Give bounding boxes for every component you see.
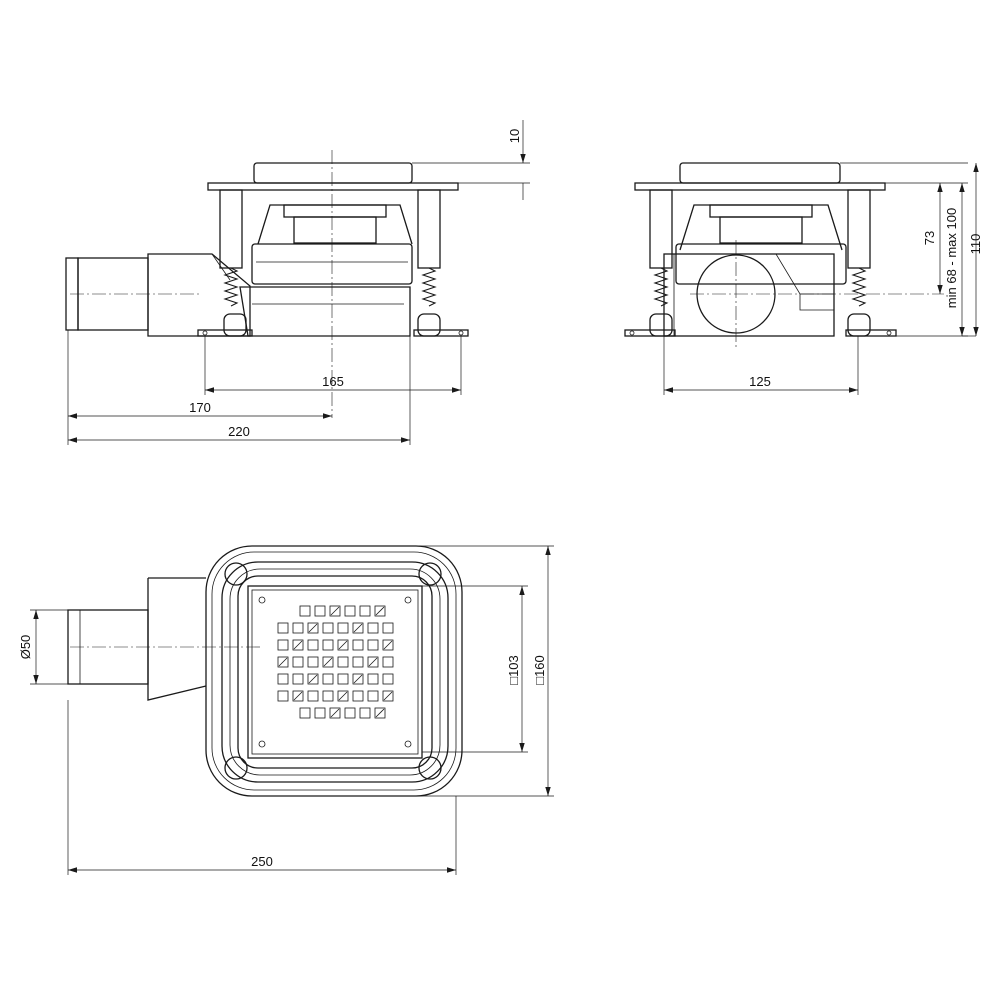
dim-total-height: 110 bbox=[968, 234, 983, 255]
dim-adjust-range: min 68 - max 100 bbox=[944, 208, 959, 308]
grate-hole bbox=[352, 673, 364, 685]
grate-hole bbox=[322, 673, 334, 685]
dim-outlet-height: 73 bbox=[922, 231, 937, 245]
grate-hole bbox=[277, 656, 289, 668]
grate-hole bbox=[374, 707, 386, 719]
grate-hole bbox=[352, 690, 364, 702]
top-view: Ø50 □103 □160 250 bbox=[18, 545, 554, 875]
grate-hole-hatch bbox=[368, 657, 378, 667]
grate-hole bbox=[314, 605, 326, 617]
grate-hole-hatch bbox=[353, 623, 363, 633]
grate-hole bbox=[322, 656, 334, 668]
grate-hole bbox=[382, 622, 394, 634]
grate-hole bbox=[337, 639, 349, 651]
dim-top-plate: 10 bbox=[507, 129, 522, 143]
grate-hole bbox=[344, 707, 356, 719]
dim-body-size: □160 bbox=[532, 655, 547, 685]
dim-total-length-top: 250 bbox=[251, 854, 273, 869]
grate-hole bbox=[307, 622, 319, 634]
grate-hole-hatch bbox=[383, 640, 393, 650]
grate-hole bbox=[307, 690, 319, 702]
grate-hole bbox=[367, 622, 379, 634]
grate-hole bbox=[344, 605, 356, 617]
grate-hole-hatch bbox=[330, 708, 340, 718]
dim-outlet-axis: 170 bbox=[189, 400, 211, 415]
grate-hole bbox=[292, 673, 304, 685]
grate-hole-hatch bbox=[330, 606, 340, 616]
grate-hole-hatch bbox=[375, 708, 385, 718]
grate-hole bbox=[382, 639, 394, 651]
grate-hole bbox=[382, 673, 394, 685]
grate-hole bbox=[292, 639, 304, 651]
grate-hole bbox=[374, 605, 386, 617]
grate-hole-hatch bbox=[308, 623, 318, 633]
grate-hole bbox=[337, 690, 349, 702]
grate-hole-hatch bbox=[293, 691, 303, 701]
grate-hole bbox=[367, 639, 379, 651]
grate-hole-hatch bbox=[338, 640, 348, 650]
grate-hole bbox=[277, 673, 289, 685]
side-view: 165 170 220 10 bbox=[65, 120, 530, 445]
dim-total-length: 220 bbox=[228, 424, 250, 439]
grate-hole bbox=[367, 656, 379, 668]
grate-hole bbox=[277, 622, 289, 634]
grate-hole bbox=[299, 605, 311, 617]
grate-hole-hatch bbox=[308, 674, 318, 684]
grate-hole bbox=[352, 639, 364, 651]
grate-hole-hatch bbox=[353, 674, 363, 684]
grate-hole bbox=[367, 673, 379, 685]
grate-hole bbox=[307, 656, 319, 668]
grate-hole bbox=[352, 656, 364, 668]
grate-hole bbox=[359, 605, 371, 617]
grate-hole bbox=[307, 639, 319, 651]
grate-hole bbox=[299, 707, 311, 719]
grate-hole bbox=[322, 639, 334, 651]
grate-hole bbox=[359, 707, 371, 719]
grate-hole bbox=[352, 622, 364, 634]
grate-hole bbox=[307, 673, 319, 685]
grate-hole bbox=[314, 707, 326, 719]
grate-hole bbox=[292, 690, 304, 702]
grate-hole-hatch bbox=[293, 640, 303, 650]
grate-hole bbox=[322, 622, 334, 634]
grate-hole-hatch bbox=[375, 606, 385, 616]
grate-hole bbox=[329, 605, 341, 617]
grate-hole bbox=[292, 656, 304, 668]
grate-hole bbox=[277, 690, 289, 702]
dim-outlet-diameter: Ø50 bbox=[18, 635, 33, 660]
grate-hole bbox=[382, 690, 394, 702]
grate-hole bbox=[382, 656, 394, 668]
grate-hole bbox=[322, 690, 334, 702]
dim-width: 125 bbox=[749, 374, 771, 389]
grate-hole bbox=[277, 639, 289, 651]
grate-hole-hatch bbox=[323, 657, 333, 667]
grate-hole bbox=[329, 707, 341, 719]
grate-hole bbox=[337, 656, 349, 668]
grate-hole bbox=[292, 622, 304, 634]
grate-hole-hatch bbox=[383, 691, 393, 701]
grate-hole-hatch bbox=[338, 691, 348, 701]
dim-grate-size: □103 bbox=[506, 655, 521, 685]
grate-holes bbox=[277, 605, 394, 719]
grate-hole bbox=[337, 622, 349, 634]
front-view: 125 73 min 68 - max 100 110 bbox=[624, 162, 983, 395]
grate-hole bbox=[367, 690, 379, 702]
grate-hole bbox=[337, 673, 349, 685]
dim-flange-span: 165 bbox=[322, 374, 344, 389]
grate-hole-hatch bbox=[278, 657, 288, 667]
